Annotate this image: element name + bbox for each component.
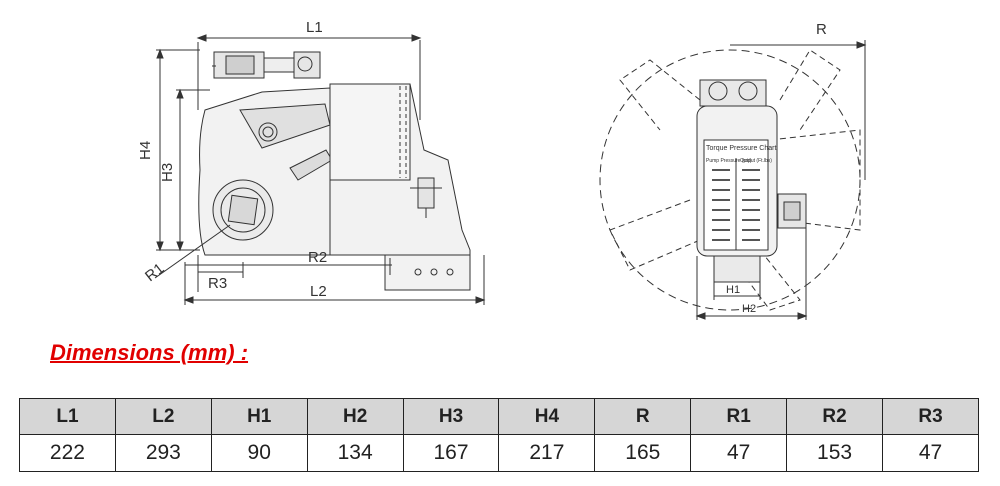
label-r2: R2	[308, 249, 327, 266]
value-r3: 47	[882, 434, 979, 472]
header-r1: R1	[690, 398, 788, 435]
value-r1: 47	[690, 434, 788, 472]
header-h3: H3	[402, 398, 500, 435]
header-r2: R2	[786, 398, 884, 435]
value-h1: 90	[210, 434, 308, 472]
label-h2: H2	[742, 303, 756, 315]
dimensions-heading: Dimensions (mm) :	[50, 340, 249, 365]
label-r: R	[816, 21, 827, 38]
chart-col-pressure: Pump Pressure (psi)	[706, 158, 752, 164]
table-header-row: L1 L2 H1 H2 H3 H4 R R1 R2 R3	[19, 398, 979, 435]
label-l1: L1	[306, 19, 323, 36]
label-h1: H1	[726, 284, 740, 296]
table-row: 222 293 90 134 167 217 165 47 153 47	[19, 434, 979, 472]
technical-drawing: L1 H4 H3 R2 R3 L2 R1 R H1 H2 Torque Pres…	[137, 19, 867, 320]
chart-col-output: Output (Ft.lbs)	[740, 158, 772, 164]
label-h4: H4	[137, 141, 154, 160]
label-h3: H3	[159, 163, 176, 182]
label-r1: R1	[142, 260, 168, 285]
chart-title: Torque Pressure Chart	[706, 145, 776, 152]
value-h3: 167	[402, 434, 500, 472]
header-l1: L1	[19, 398, 116, 435]
front-view	[599, 40, 867, 320]
value-r: 165	[594, 434, 692, 472]
header-r3: R3	[882, 398, 979, 435]
value-h4: 217	[498, 434, 596, 472]
value-l1: 222	[19, 434, 116, 472]
label-l2: L2	[310, 283, 327, 300]
header-h1: H1	[210, 398, 308, 435]
header-h2: H2	[306, 398, 404, 435]
header-r: R	[594, 398, 692, 435]
value-h2: 134	[306, 434, 404, 472]
dimensions-table: L1 L2 H1 H2 H3 H4 R R1 R2 R3 222 293 90 …	[19, 398, 979, 472]
value-l2: 293	[114, 434, 212, 472]
side-view	[154, 34, 486, 305]
value-r2: 153	[786, 434, 884, 472]
header-h4: H4	[498, 398, 596, 435]
header-l2: L2	[114, 398, 212, 435]
label-r3: R3	[208, 275, 227, 292]
